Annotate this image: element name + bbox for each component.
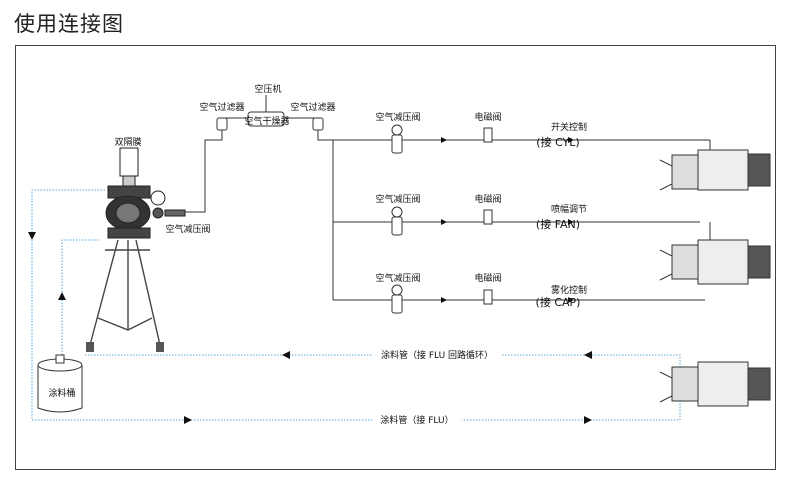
label-pump-regulator: 空气减压阀 [165, 223, 210, 235]
label-regulator-1: 空气减压阀 [375, 111, 420, 123]
label-regulator-2: 空气减压阀 [375, 193, 420, 205]
label-air-dryer: 空气干燥器 [244, 115, 289, 127]
diaphragm-pump-icon [105, 147, 186, 239]
paint-bucket-icon [37, 354, 83, 413]
label-return-line: 涂料管（接 FLU 回路循环） [381, 349, 493, 361]
fluid-arrows [28, 232, 592, 424]
label-compressor: 空压机 [254, 83, 281, 95]
supply-line [31, 189, 650, 421]
solenoid-icon-1 [483, 127, 493, 143]
diagram-frame [15, 45, 776, 470]
spray-gun-icon-3 [659, 361, 771, 407]
label-solenoid-2: 电磁阀 [474, 193, 501, 205]
label-atom-port: (接 CAP) [536, 296, 581, 309]
tripod-stand-icon [89, 239, 161, 346]
label-switch-ctrl: 开关控制 [551, 121, 587, 133]
air-to-controls-line [317, 128, 333, 141]
label-regulator-3: 空气减压阀 [375, 272, 420, 284]
label-bucket: 涂料桶 [48, 387, 75, 399]
air-filter-left-icon [216, 117, 228, 131]
label-solenoid-3: 电磁阀 [474, 272, 501, 284]
solenoid-icon-2 [483, 209, 493, 225]
label-fan-port: (接 FAN) [536, 218, 580, 231]
label-diaphragm: 双隔膜 [114, 137, 141, 148]
regulator-icon-2 [391, 206, 403, 236]
air-filter-right-icon [312, 117, 324, 131]
label-air-filter-left: 空气过滤器 [199, 101, 244, 113]
label-solenoid-1: 电磁阀 [474, 111, 501, 123]
label-switch-port: (接 CYL) [536, 136, 579, 149]
label-atom-ctrl: 雾化控制 [551, 284, 587, 296]
spray-gun-icon-2 [659, 239, 771, 285]
label-fan-ctrl: 喷幅调节 [551, 203, 587, 215]
spray-gun-icon-1 [659, 149, 771, 191]
label-air-filter-right: 空气过滤器 [290, 101, 335, 113]
regulator-icon-3 [391, 284, 403, 314]
air-to-pump-line [185, 128, 223, 213]
solenoid-icon-3 [483, 289, 493, 305]
regulator-icon-1 [391, 124, 403, 154]
page-title: 使用连接图 [14, 12, 124, 36]
air-dryer-icon [247, 111, 285, 127]
air-arrows [436, 137, 574, 303]
label-supply-line: 涂料管（接 FLU） [380, 414, 453, 426]
suction-line [61, 239, 100, 355]
